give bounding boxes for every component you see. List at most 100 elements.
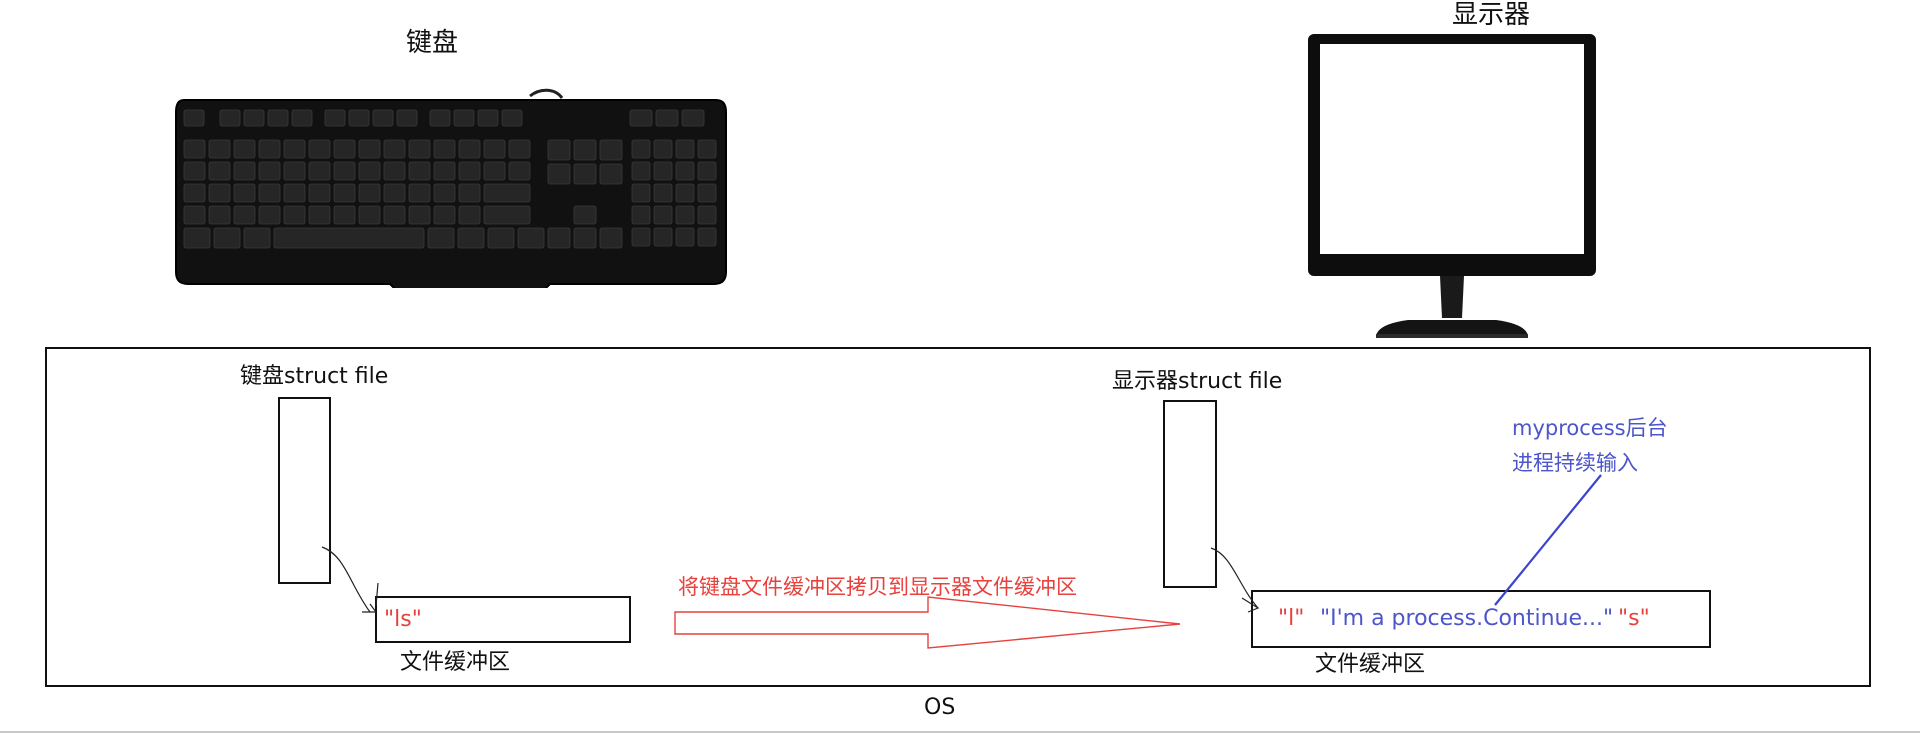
keyboard-buffer-content: "ls" (384, 607, 422, 632)
keyboard-key (358, 161, 381, 181)
keyboard-key (697, 139, 717, 159)
keyboard-key (333, 161, 356, 181)
keyboard-key (675, 183, 695, 203)
keyboard-key (631, 161, 651, 181)
keyboard-key (433, 183, 456, 203)
keyboard-key (408, 183, 431, 203)
keyboard-key (483, 139, 506, 159)
keyboard-key (383, 139, 406, 159)
keyboard-key (573, 205, 597, 225)
keyboard-key (308, 205, 331, 225)
process-note-line1: myprocess后台 (1512, 416, 1668, 440)
keyboard-key (458, 183, 481, 203)
keyboard-key (258, 161, 281, 181)
keyboard-key (233, 183, 256, 203)
keyboard-key (258, 183, 281, 203)
keyboard-key (517, 227, 545, 249)
keyboard-key (547, 139, 571, 161)
keyboard-key (458, 139, 481, 159)
keyboard-key (243, 227, 271, 249)
keyboard-key (183, 227, 211, 249)
keyboard-key (483, 183, 531, 203)
keyboard-key (631, 227, 651, 247)
keyboard-key (183, 139, 206, 159)
keyboard-key (629, 109, 653, 127)
keyboard-buffer-label: 文件缓冲区 (400, 650, 511, 675)
keyboard-key (258, 205, 281, 225)
keyboard-key (653, 205, 673, 225)
keyboard-key (333, 205, 356, 225)
keyboard-key (433, 205, 456, 225)
keyboard-key (208, 139, 231, 159)
keyboard-key (573, 163, 597, 185)
keyboard-key (631, 139, 651, 159)
keyboard-key (283, 205, 306, 225)
keyboard-key (383, 161, 406, 181)
keyboard-key (233, 161, 256, 181)
keyboard-key (697, 227, 717, 247)
keyboard-key (453, 109, 475, 127)
os-region (45, 347, 1871, 687)
keyboard-key (408, 205, 431, 225)
copy-annotation: 将键盘文件缓冲区拷贝到显示器文件缓冲区 (678, 575, 1077, 599)
keyboard-key (653, 139, 673, 159)
keyboard-key (213, 227, 241, 249)
monitor-label: 显示器 (1452, 0, 1531, 30)
keyboard-key (408, 139, 431, 159)
keyboard-key (283, 183, 306, 203)
keyboard-key (308, 161, 331, 181)
keyboard-key (599, 163, 623, 185)
os-label: OS (924, 695, 956, 720)
keyboard-key (675, 205, 695, 225)
keyboard-key (283, 139, 306, 159)
keyboard-key (383, 205, 406, 225)
keyboard-key (267, 109, 289, 127)
keyboard-key (573, 227, 597, 249)
keyboard-key (433, 161, 456, 181)
keyboard-struct-file-label: 键盘struct file (240, 364, 389, 389)
keyboard-key (208, 161, 231, 181)
keyboard-key (358, 183, 381, 203)
keyboard-key (358, 205, 381, 225)
keyboard-key (408, 161, 431, 181)
keyboard-icon (175, 88, 727, 288)
monitor-buffer-first-char: "l" (1278, 606, 1305, 631)
keyboard-key (324, 109, 346, 127)
monitor-struct-file (1163, 400, 1217, 588)
keyboard-key (501, 109, 523, 127)
keyboard-key (372, 109, 394, 127)
keyboard-key (697, 205, 717, 225)
keyboard-key (258, 139, 281, 159)
keyboard-key (358, 139, 381, 159)
keyboard-key (183, 161, 206, 181)
monitor-buffer-process-output: "I'm a process.Continue..." (1320, 606, 1614, 631)
keyboard-key (433, 139, 456, 159)
keyboard-key (508, 139, 531, 159)
keyboard-key (547, 227, 571, 249)
keyboard-key (348, 109, 370, 127)
keyboard-key (219, 109, 241, 127)
keyboard-key (243, 109, 265, 127)
keyboard-key (599, 139, 623, 161)
keyboard-key (675, 161, 695, 181)
keyboard-key (675, 139, 695, 159)
keyboard-key (653, 183, 673, 203)
keyboard-key (283, 161, 306, 181)
keyboard-key (697, 183, 717, 203)
keyboard-key (547, 163, 571, 185)
keyboard-key (183, 205, 206, 225)
keyboard-key (487, 227, 515, 249)
keyboard-key (477, 109, 499, 127)
keyboard-key (333, 183, 356, 203)
monitor-buffer-last-char: "s" (1618, 606, 1650, 631)
keyboard-key (273, 227, 425, 249)
monitor-file-buffer (1251, 590, 1711, 648)
keyboard-label: 键盘 (406, 28, 459, 58)
keyboard-key (655, 109, 679, 127)
keyboard-key (458, 205, 481, 225)
keyboard-key (681, 109, 705, 127)
keyboard-key (508, 161, 531, 181)
keyboard-key (208, 205, 231, 225)
keyboard-key (383, 183, 406, 203)
monitor-icon (1308, 34, 1596, 338)
